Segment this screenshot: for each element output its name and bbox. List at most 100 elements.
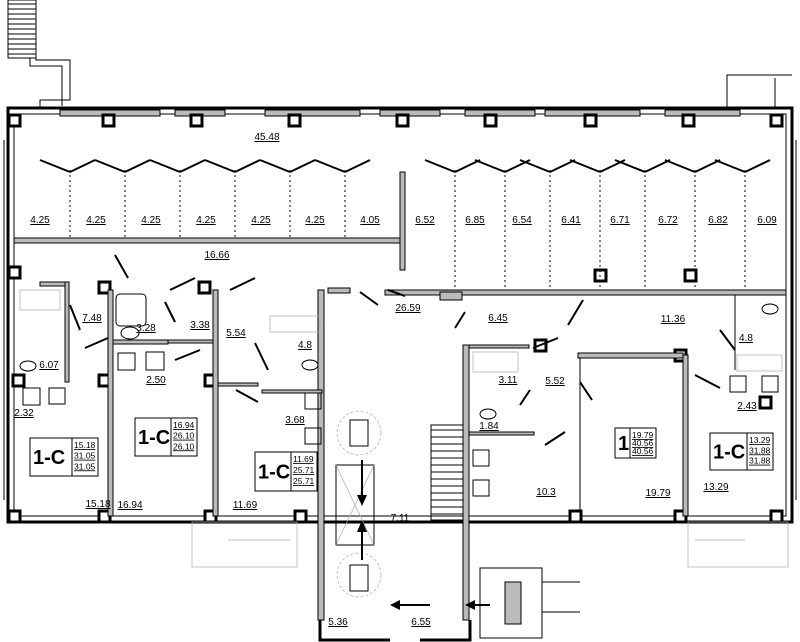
storage-door: [94, 159, 126, 173]
room-area-label: 6.45: [488, 313, 508, 324]
room-area-label: 7.48: [82, 313, 102, 324]
room-area-label: 3.68: [285, 415, 305, 426]
apartment-area-living: 19.79: [632, 430, 654, 440]
column: [769, 509, 784, 524]
column: [483, 113, 498, 128]
storage-door: [549, 159, 576, 173]
column: [583, 113, 598, 128]
storage-door: [744, 159, 771, 173]
storage-door: [179, 159, 206, 173]
column: [7, 509, 22, 524]
storage-door: [474, 159, 506, 173]
storage-area-label: 4.25: [251, 215, 271, 226]
apartment-area-total2: 31.88: [749, 456, 771, 466]
storage-area-label: 6.52: [415, 215, 435, 226]
column: [681, 113, 696, 128]
stairwell: [335, 410, 490, 610]
storage-door: [614, 159, 646, 173]
apartment-type: 1-C: [258, 462, 290, 484]
room-area-label: 5.52: [545, 376, 565, 387]
room-area-label: 10.3: [536, 487, 556, 498]
storage-area-label: 4.25: [196, 215, 216, 226]
column: [97, 280, 112, 295]
room-area-label: 19.79: [645, 488, 670, 499]
area-label-corridor: 16.66: [204, 250, 229, 261]
column: [287, 113, 302, 128]
apartment-tags: 1-C15.1831.0531.051-C16.9426.1026.101-C1…: [29, 417, 774, 492]
apartment-type: 1-C: [33, 447, 65, 469]
apartment-type: 1-C: [138, 427, 170, 449]
apartment-area-total2: 31.05: [74, 461, 96, 471]
storage-door: [714, 159, 746, 173]
room-area-label: 6.55: [411, 617, 431, 628]
column: [197, 280, 212, 295]
apartment-area-total2: 26.10: [173, 441, 195, 451]
interior-walls: [13, 171, 787, 621]
room-area-label: 11.36: [661, 314, 686, 325]
storage-area-label: 6.54: [512, 215, 532, 226]
storage-area-label: 4.25: [141, 215, 161, 226]
exterior-ramp-top-right: [726, 74, 792, 108]
apartment-area-total: 31.88: [749, 445, 771, 455]
room-area-label: 5.36: [328, 617, 348, 628]
storage-door: [519, 159, 551, 173]
storage-door: [289, 159, 316, 173]
storage-door: [259, 159, 291, 173]
storage-door: [149, 159, 181, 173]
column: [758, 395, 773, 410]
column: [189, 113, 204, 128]
room-area-label: 26.59: [395, 303, 420, 314]
storage-area-label: 6.85: [465, 215, 485, 226]
apartment-area-total: 40.56: [632, 438, 654, 448]
room-area-label: 3.28: [136, 323, 156, 334]
storage-area-label: 4.25: [86, 215, 106, 226]
apartment-area-living: 13.29: [749, 435, 771, 445]
room-area-label: 13.29: [703, 482, 728, 493]
apartment-area-total2: 25.71: [293, 476, 315, 486]
column: [769, 113, 784, 128]
column: [101, 113, 116, 128]
apartment-area-living: 11.69: [293, 454, 314, 464]
room-area-label: 4.8: [739, 333, 753, 344]
apartment-area-total: 31.05: [74, 451, 96, 461]
doors: [69, 254, 736, 446]
storage-door: [344, 159, 371, 173]
storage-door: [69, 159, 96, 173]
storage-door: [234, 159, 261, 173]
room-area-label: 16.94: [117, 500, 142, 511]
storage-door: [644, 159, 671, 173]
apartment-type: 1-C: [713, 442, 745, 464]
windows-top: [59, 109, 741, 117]
room-area-label: 4.8: [298, 340, 312, 351]
storage-area-label: 4.25: [30, 215, 50, 226]
storage-door: [424, 159, 456, 173]
room-area-label: 5.54: [226, 328, 246, 339]
apartment-area-living: 16.94: [173, 420, 195, 430]
storage-area-label: 4.05: [360, 215, 380, 226]
storage-door: [314, 159, 346, 173]
apartment-area-total: 26.10: [173, 431, 195, 441]
sanitary-fixtures: [19, 289, 783, 497]
storage-area-label: 6.82: [708, 215, 728, 226]
apartment-area-total2: 40.56: [632, 446, 654, 456]
storage-area-label: 6.72: [658, 215, 678, 226]
column: [683, 268, 698, 283]
room-area-label: 3.38: [190, 320, 210, 331]
column: [7, 265, 22, 280]
room-area-label: 2.32: [14, 408, 34, 419]
room-area-label: 7.11: [391, 513, 410, 524]
storage-door: [569, 159, 601, 173]
room-area-label: 2.43: [737, 401, 757, 412]
storage-door: [454, 159, 481, 173]
room-area-label: 11.69: [233, 500, 258, 511]
storage-area-label: 6.09: [757, 215, 777, 226]
storage-door: [204, 159, 236, 173]
storage-area-label: 6.41: [561, 215, 581, 226]
room-area-label: 1.84: [479, 421, 499, 432]
